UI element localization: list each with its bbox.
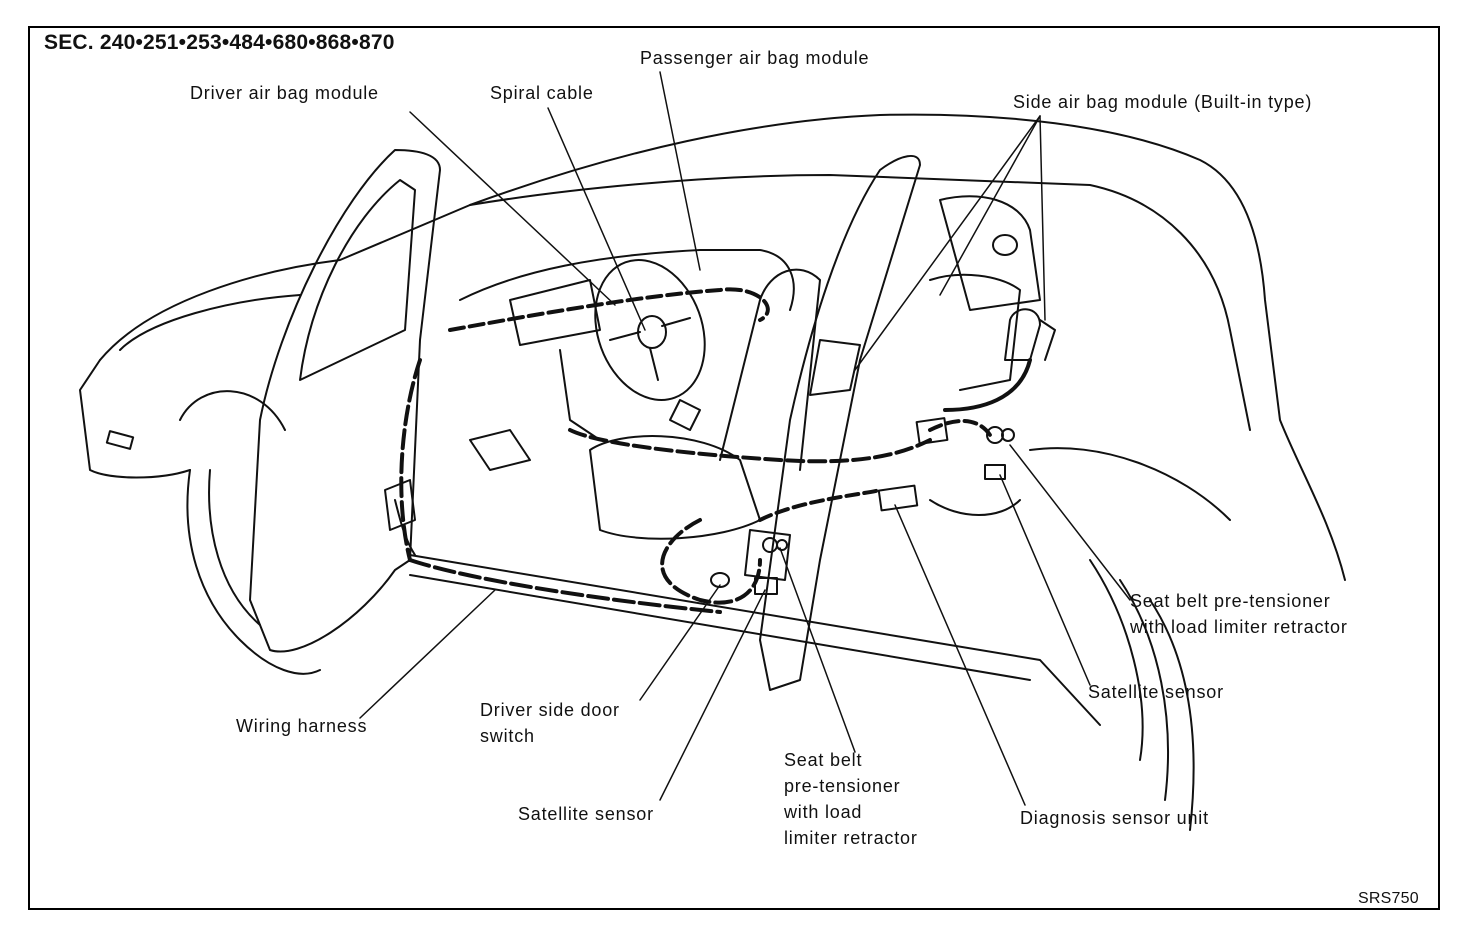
section-reference: SEC. 240•251•253•484•680•868•870 — [44, 31, 395, 54]
side-airbag-rear — [984, 308, 1056, 480]
leader-lines — [359, 71, 1131, 806]
label-diagnosis-sensor-unit: Diagnosis sensor unit — [1020, 808, 1209, 828]
wiring-harness-route — [399, 287, 1032, 614]
label-passenger-air-bag-module: Passenger air bag module — [640, 48, 870, 68]
label-satellite-sensor-rear: Satellite sensor — [1088, 682, 1224, 702]
diagnosis-sensor-unit-shape — [877, 484, 919, 512]
b-pillar — [744, 155, 921, 691]
label-driver-side-door-switch: Driver side door switch — [480, 700, 620, 746]
label-satellite-sensor-front: Satellite sensor — [518, 804, 654, 824]
car-body-outline — [79, 113, 1346, 831]
label-spiral-cable: Spiral cable — [490, 83, 594, 103]
label-wiring-harness: Wiring harness — [236, 716, 368, 736]
label-driver-air-bag-module: Driver air bag module — [190, 83, 379, 103]
label-seat-belt-pretensioner-rear: Seat belt pre-tensioner with load limite… — [1130, 591, 1348, 637]
driver-door — [249, 149, 441, 653]
figure-code: SRS750 — [1358, 890, 1419, 907]
diagram-frame — [28, 26, 1440, 910]
label-seat-belt-pretensioner-front: Seat belt pre-tensioner with load limite… — [784, 750, 918, 848]
dashboard — [459, 249, 795, 441]
label-side-air-bag-module: Side air bag module (Built-in type) — [1013, 92, 1313, 112]
